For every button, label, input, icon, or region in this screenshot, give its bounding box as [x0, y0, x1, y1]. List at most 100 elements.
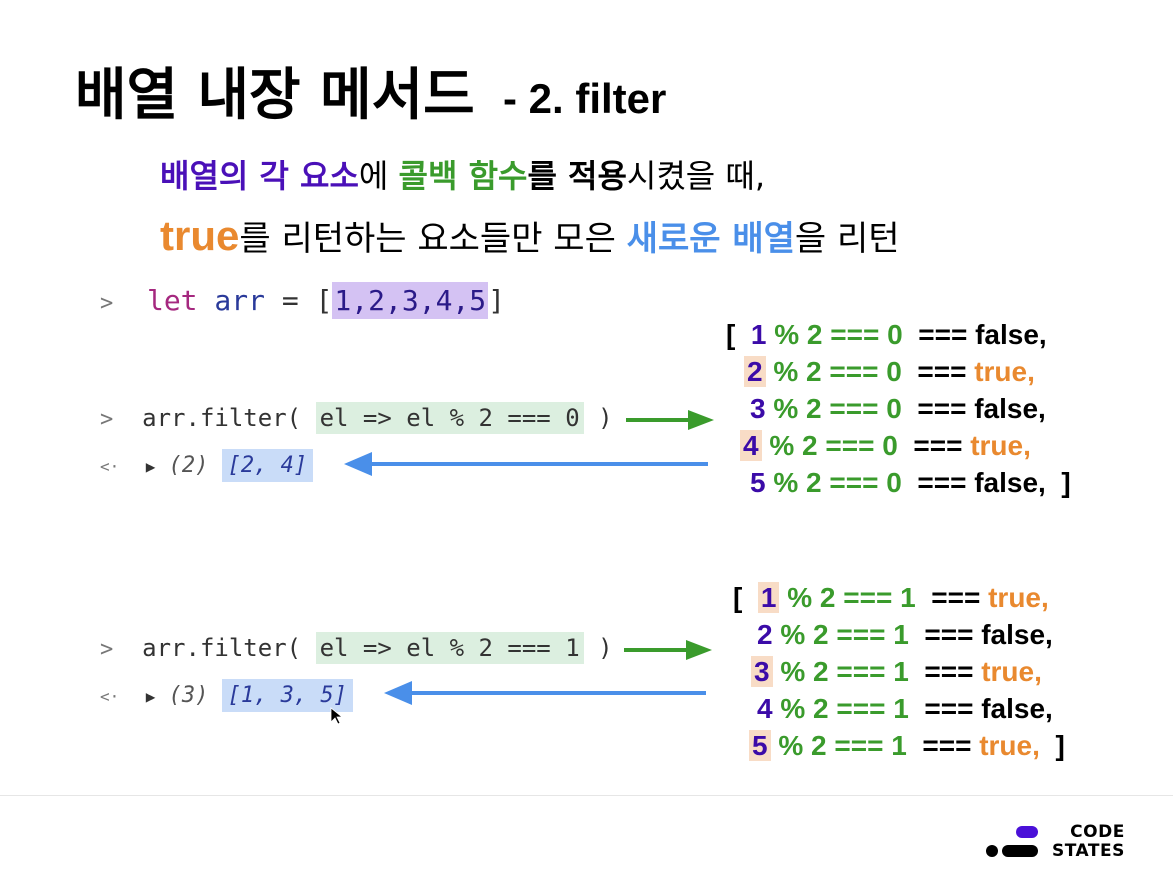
eval-row: 2 % 2 === 0 === true,	[726, 353, 1071, 390]
logo-wordmark: CODE STATES	[1052, 823, 1125, 861]
blue-arrow-icon-2	[384, 681, 706, 705]
green-arrow-icon-2	[624, 640, 712, 660]
desc-text: 을 리턴	[794, 219, 900, 259]
desc-term-elements: 배열의 각 요소	[160, 157, 359, 195]
eval-expression: % 2 === 0	[769, 430, 898, 461]
mouse-cursor-icon	[330, 707, 344, 725]
console-result-line-2: <· ▶ (3) [1, 3, 5]	[100, 679, 353, 713]
eval-operator: ===	[918, 319, 968, 350]
code-bracket-close: ]	[488, 284, 505, 317]
code-operator: =	[281, 284, 299, 317]
expand-triangle-icon[interactable]: ▶	[145, 687, 156, 706]
eval-bracket-close: ]	[1055, 730, 1065, 761]
eval-bracket-close: ]	[1061, 467, 1071, 498]
eval-expression: % 2 === 1	[780, 656, 909, 687]
eval-row: 3 % 2 === 0 === false,	[726, 390, 1071, 427]
code-bracket-open: [	[315, 284, 333, 317]
eval-result-false: false,	[975, 319, 1047, 350]
console-filter-line-2: > arr.filter( el => el % 2 === 1 )	[100, 632, 613, 666]
expand-triangle-icon[interactable]: ▶	[145, 457, 156, 476]
eval-row: [ 1 % 2 === 0 === false,	[726, 316, 1071, 353]
desc-term-apply: 를 적용	[527, 157, 627, 195]
eval-operator: ===	[917, 467, 967, 498]
eval-element: 4	[757, 693, 773, 724]
console-let-line: > let arr = [1,2,3,4,5]	[100, 282, 505, 320]
code-keyword: let	[146, 284, 198, 317]
eval-row: 5 % 2 === 0 === false, ]	[726, 464, 1071, 501]
result-array[interactable]: [2, 4]	[221, 449, 314, 482]
eval-row: 5 % 2 === 1 === true, ]	[733, 727, 1065, 764]
eval-operator: ===	[922, 730, 972, 761]
desc-term-callback: 콜백 함수	[398, 157, 528, 195]
eval-element: 5	[750, 467, 766, 498]
eval-element: 5	[749, 730, 771, 761]
eval-expression: % 2 === 1	[787, 582, 916, 613]
eval-result-true: true,	[970, 430, 1031, 461]
eval-element: 2	[757, 619, 773, 650]
eval-result-true: true,	[979, 730, 1040, 761]
footer-divider	[0, 795, 1173, 796]
result-count: (2)	[168, 453, 209, 478]
page-title: 배열 내장 메서드	[75, 63, 475, 128]
code-callback: el => el % 2 === 0	[315, 402, 584, 434]
evaluation-block-1: [ 1 % 2 === 0 === false,2 % 2 === 0 === …	[726, 316, 1071, 501]
page-subtitle: - 2. filter	[503, 75, 667, 122]
eval-result-false: false,	[974, 393, 1046, 424]
console-return-icon: <·	[100, 687, 120, 706]
green-arrow-icon-1	[626, 410, 714, 430]
code-paren-close: )	[598, 634, 613, 662]
desc-term-new-array: 새로운 배열	[626, 219, 795, 259]
code-paren-close: )	[598, 404, 613, 432]
eval-expression: % 2 === 0	[773, 393, 902, 424]
console-prompt-icon: >	[100, 407, 114, 432]
evaluation-block-2: [ 1 % 2 === 1 === true,2 % 2 === 1 === f…	[733, 579, 1065, 764]
eval-result-true: true,	[988, 582, 1049, 613]
eval-element: 1	[750, 319, 767, 350]
eval-row: 4 % 2 === 1 === false,	[733, 690, 1065, 727]
console-result-line-1: <· ▶ (2) [2, 4]	[100, 449, 314, 483]
eval-result-true: true,	[981, 656, 1042, 687]
eval-result-false: false,	[981, 693, 1053, 724]
codestates-logo-icon	[986, 826, 1038, 857]
eval-bracket-open: [	[726, 319, 736, 350]
eval-element: 2	[744, 356, 766, 387]
description-line-2: true를 리턴하는 요소들만 모은 새로운 배열을 리턴	[160, 212, 900, 263]
desc-text: 를 리턴하는 요소들만 모은	[239, 219, 627, 259]
eval-element: 3	[751, 656, 773, 687]
console-filter-line-1: > arr.filter( el => el % 2 === 0 )	[100, 402, 613, 436]
eval-element: 1	[757, 582, 780, 613]
code-call: arr.filter(	[142, 404, 302, 432]
desc-text: 에	[358, 157, 399, 195]
eval-row: [ 1 % 2 === 1 === true,	[733, 579, 1065, 616]
eval-operator: ===	[924, 656, 974, 687]
blue-arrow-icon-1	[344, 452, 708, 476]
logo-line-code: CODE	[1070, 822, 1125, 842]
eval-operator: ===	[913, 430, 963, 461]
eval-expression: % 2 === 1	[778, 730, 907, 761]
console-return-icon: <·	[100, 457, 120, 476]
eval-element: 4	[740, 430, 762, 461]
eval-operator: ===	[924, 619, 974, 650]
eval-result-true: true,	[974, 356, 1035, 387]
eval-row: 3 % 2 === 1 === true,	[733, 653, 1065, 690]
result-array[interactable]: [1, 3, 5]	[221, 679, 353, 712]
eval-result-false: false,	[974, 467, 1046, 498]
eval-expression: % 2 === 0	[773, 467, 902, 498]
eval-result-false: false,	[981, 619, 1053, 650]
eval-operator: ===	[931, 582, 981, 613]
eval-row: 4 % 2 === 0 === true,	[726, 427, 1071, 464]
eval-expression: % 2 === 1	[780, 619, 909, 650]
console-prompt-icon: >	[100, 637, 114, 662]
eval-operator: ===	[917, 356, 967, 387]
desc-text: 시켰을 때,	[626, 157, 766, 195]
eval-expression: % 2 === 1	[780, 693, 909, 724]
desc-term-true: true	[160, 212, 240, 259]
description-line-1: 배열의 각 요소에 콜백 함수를 적용시켰을 때,	[160, 152, 765, 200]
code-call: arr.filter(	[142, 634, 302, 662]
logo-line-states: STATES	[1052, 841, 1125, 861]
eval-expression: % 2 === 0	[774, 319, 903, 350]
eval-element: 3	[750, 393, 766, 424]
code-variable: arr	[214, 284, 265, 317]
result-count: (3)	[168, 683, 209, 708]
